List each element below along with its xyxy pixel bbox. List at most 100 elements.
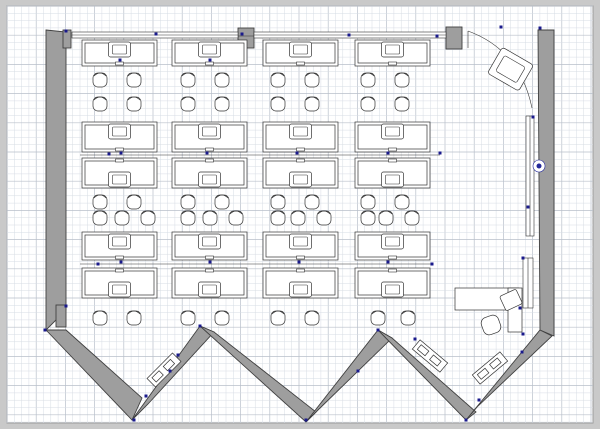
- selection-handle[interactable]: [208, 58, 212, 62]
- stool[interactable]: [360, 194, 376, 210]
- selection-handle[interactable]: [43, 328, 47, 332]
- bench-left[interactable]: [146, 352, 182, 388]
- selection-handle[interactable]: [347, 33, 351, 37]
- selection-handle[interactable]: [176, 353, 180, 357]
- wall-zig-6[interactable]: [465, 329, 553, 421]
- workstation[interactable]: [81, 121, 158, 153]
- stool[interactable]: [92, 72, 108, 88]
- stool[interactable]: [92, 96, 108, 112]
- selection-handle[interactable]: [526, 205, 530, 209]
- wall-zig-1[interactable]: [44, 329, 143, 421]
- office-desk[interactable]: [454, 287, 523, 337]
- workstation[interactable]: [354, 157, 431, 189]
- selection-handle[interactable]: [430, 262, 434, 266]
- stool[interactable]: [214, 72, 230, 88]
- stool[interactable]: [360, 96, 376, 112]
- stool[interactable]: [126, 96, 142, 112]
- stool[interactable]: [126, 310, 142, 326]
- stool[interactable]: [180, 72, 196, 88]
- stool[interactable]: [270, 310, 286, 326]
- workstation[interactable]: [354, 39, 431, 67]
- stool[interactable]: [92, 310, 108, 326]
- selection-handle[interactable]: [118, 58, 122, 62]
- stool[interactable]: [180, 194, 196, 210]
- selection-handle[interactable]: [240, 32, 244, 36]
- stool[interactable]: [400, 310, 416, 326]
- selection-handle[interactable]: [386, 151, 390, 155]
- workstation[interactable]: [171, 267, 248, 299]
- stool[interactable]: [180, 96, 196, 112]
- selection-handle[interactable]: [521, 256, 525, 260]
- lounge-chair[interactable]: [487, 47, 533, 91]
- selection-handle[interactable]: [96, 262, 100, 266]
- selection-handle[interactable]: [386, 260, 390, 264]
- workstation[interactable]: [171, 39, 248, 67]
- stool[interactable]: [360, 210, 376, 226]
- stool[interactable]: [270, 210, 286, 226]
- selection-handle[interactable]: [198, 324, 202, 328]
- stool[interactable]: [92, 210, 108, 226]
- bench-right[interactable]: [471, 351, 509, 385]
- workstation[interactable]: [171, 121, 248, 153]
- stool[interactable]: [360, 72, 376, 88]
- workstation[interactable]: [81, 267, 158, 299]
- selection-handle[interactable]: [208, 260, 212, 264]
- stool[interactable]: [290, 210, 306, 226]
- workstation[interactable]: [262, 157, 339, 189]
- selection-handle[interactable]: [304, 418, 308, 422]
- workstation[interactable]: [262, 39, 339, 67]
- selection-handle[interactable]: [477, 398, 481, 402]
- selection-handle[interactable]: [168, 369, 172, 373]
- stool[interactable]: [394, 72, 410, 88]
- stool[interactable]: [214, 194, 230, 210]
- selection-handle[interactable]: [464, 418, 468, 422]
- stool[interactable]: [270, 194, 286, 210]
- selection-handle[interactable]: [297, 260, 301, 264]
- stool[interactable]: [126, 194, 142, 210]
- stool[interactable]: [270, 96, 286, 112]
- wall-left[interactable]: [45, 29, 67, 332]
- workstation[interactable]: [81, 231, 158, 261]
- workstation[interactable]: [171, 157, 248, 189]
- workstation[interactable]: [81, 39, 158, 67]
- selection-handle[interactable]: [119, 260, 123, 264]
- selection-handle[interactable]: [520, 350, 524, 354]
- furniture[interactable]: [80, 39, 534, 388]
- stool[interactable]: [394, 194, 410, 210]
- selection-handle[interactable]: [132, 418, 136, 422]
- stool[interactable]: [180, 210, 196, 226]
- stool[interactable]: [114, 210, 130, 226]
- stool[interactable]: [202, 210, 218, 226]
- selection-handle[interactable]: [518, 306, 522, 310]
- workstation[interactable]: [354, 231, 431, 261]
- selection-handle[interactable]: [356, 369, 360, 373]
- stool[interactable]: [304, 310, 320, 326]
- selection-handle[interactable]: [154, 32, 158, 36]
- stool[interactable]: [92, 194, 108, 210]
- stool[interactable]: [270, 72, 286, 88]
- workstation[interactable]: [354, 267, 431, 299]
- column-top-left[interactable]: [62, 29, 72, 49]
- stool[interactable]: [304, 96, 320, 112]
- walls[interactable]: [44, 26, 555, 423]
- workstation[interactable]: [262, 267, 339, 299]
- selection-handle[interactable]: [144, 394, 148, 398]
- workstation[interactable]: [354, 121, 431, 153]
- bench-middle[interactable]: [411, 339, 449, 373]
- column-top-right[interactable]: [445, 26, 463, 50]
- office-desk-chair[interactable]: [499, 289, 523, 311]
- workstation[interactable]: [171, 231, 248, 261]
- stool[interactable]: [378, 210, 394, 226]
- stool[interactable]: [140, 210, 156, 226]
- selection-handle[interactable]: [205, 151, 209, 155]
- wall-zig-5[interactable]: [377, 329, 477, 421]
- selection-handle[interactable]: [64, 29, 68, 33]
- stool[interactable]: [394, 96, 410, 112]
- selection-handle[interactable]: [413, 337, 417, 341]
- workstation[interactable]: [262, 231, 339, 261]
- selection-handle[interactable]: [499, 25, 503, 29]
- stool[interactable]: [180, 310, 196, 326]
- selection-handle[interactable]: [119, 151, 123, 155]
